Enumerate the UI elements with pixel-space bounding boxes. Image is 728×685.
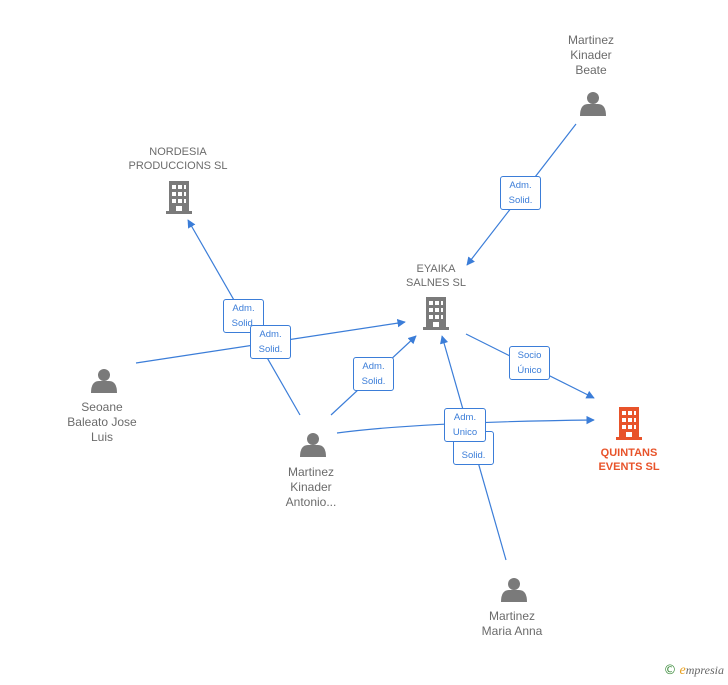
edge-antonio-quintans	[336, 415, 595, 434]
edge-label-antonio-quintans[interactable]: Adm. Unico	[444, 408, 486, 442]
node-label-line: Martinez	[567, 33, 615, 47]
person-icon-beate	[580, 92, 606, 116]
node-label-line: QUINTANS	[600, 447, 658, 459]
building-icon-eyaika	[423, 297, 449, 330]
empresia-watermark: ©empresia	[664, 663, 724, 679]
node-label-line: Beate	[575, 63, 607, 77]
person-icon-seoane	[91, 369, 117, 393]
node-label-line: Kinader	[570, 48, 612, 62]
person-icon-antonio	[300, 433, 326, 457]
edge-label-beate-eyaika[interactable]: Adm. Solid.	[500, 176, 541, 210]
copyright-icon: ©	[663, 663, 677, 678]
brand-initial: e	[679, 663, 686, 678]
building-icon-quintans	[616, 407, 642, 440]
node-label-line: Antonio...	[285, 495, 337, 509]
brand-logo: empresia	[679, 663, 724, 678]
node-label-nordesia[interactable]: NORDESIA PRODUCCIONS SL	[128, 145, 227, 173]
node-label-beate[interactable]: Martinez Kinader Beate	[568, 33, 614, 78]
edge-label-line: Unico	[452, 427, 478, 438]
edge-label-line: Adm.	[453, 412, 477, 423]
edge-label-antonio-eyaika[interactable]: Adm. Solid.	[353, 357, 394, 391]
node-label-line: NORDESIA	[149, 146, 207, 158]
edge-label-line: Solid.	[461, 450, 486, 461]
edge-label-line: Socio	[517, 350, 542, 361]
node-label-line: Kinader	[290, 480, 332, 494]
node-label-line: SALNES SL	[406, 277, 466, 289]
node-label-line: Baleato Jose	[67, 415, 137, 429]
node-label-line: PRODUCCIONS SL	[128, 160, 228, 172]
node-label-line: Martinez	[488, 609, 536, 623]
edge-label-line: Solid.	[258, 344, 283, 355]
node-label-maria[interactable]: Martinez Maria Anna	[482, 609, 543, 639]
edge-label-line: Solid.	[361, 376, 386, 387]
edge-label-line: Único	[517, 365, 542, 376]
edge-label-line: Adm.	[232, 303, 255, 314]
edge-label-line: Adm.	[259, 329, 282, 340]
person-icon-maria	[501, 578, 527, 602]
node-label-line: EVENTS SL	[598, 461, 660, 473]
node-label-line: Martinez	[287, 465, 335, 479]
edge-label-seoane-eyaika[interactable]: Adm. Solid.	[250, 325, 291, 359]
edge-label-line: Adm.	[509, 180, 532, 191]
node-label-line: Seoane	[81, 400, 123, 414]
node-label-line: EYAIKA	[416, 263, 456, 275]
edge-label-line: Solid.	[508, 195, 533, 206]
edge-label-eyaika-quintans[interactable]: Socio Único	[509, 346, 550, 380]
building-icon-nordesia	[166, 181, 192, 214]
node-label-antonio[interactable]: Martinez Kinader Antonio...	[286, 465, 337, 510]
node-label-eyaika[interactable]: EYAIKA SALNES SL	[406, 262, 466, 290]
node-label-seoane[interactable]: Seoane Baleato Jose Luis	[67, 400, 136, 445]
edge-label-line: Solid.	[231, 318, 256, 329]
node-label-line: Maria Anna	[481, 624, 543, 638]
node-label-quintans[interactable]: QUINTANS EVENTS SL	[598, 446, 659, 474]
node-label-line: Luis	[90, 430, 114, 444]
brand-name: mpresia	[685, 663, 724, 677]
edge-label-line: Adm.	[362, 361, 385, 372]
